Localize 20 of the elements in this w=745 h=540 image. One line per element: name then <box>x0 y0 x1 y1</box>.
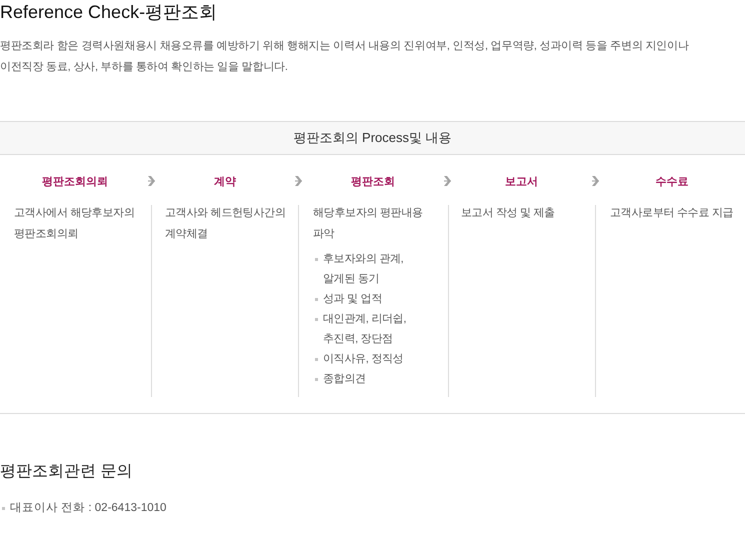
step-text: 고객사와 헤드헌팅사간의 계약체결 <box>165 206 286 242</box>
contact-text: 대표이사 전화 : 02-6413-1010 <box>10 501 166 516</box>
list-item: 이직사유, 정직성 <box>323 352 404 367</box>
list-item: 성과 및 업적 <box>323 292 382 307</box>
title: Reference Check-평판조회 <box>0 1 218 24</box>
section-heading: 평판조회관련 문의 <box>0 462 132 482</box>
list-item: 대인관계, 리더쉽, 추진력, 장단점 <box>323 312 408 347</box>
step-text: 고객사로부터 수수료 지급 <box>610 206 734 221</box>
step-title: 평판조회 <box>351 175 395 190</box>
step-text: 고객사에서 해당후보자의 평판조회의뢰 <box>14 206 136 242</box>
step-text: 보고서 작성 및 제출 <box>461 206 555 221</box>
list-item: 후보자와의 관계, 알게된 동기 <box>323 252 404 287</box>
step-title: 계약 <box>214 175 236 190</box>
paragraph: 평판조회라 함은 경력사원채용시 채용오류를 예방하기 위해 행해지는 이력서 내용의 진위여부, 인적성, 업무역량, 성과이력 등을 주변의 지인이나 이전직장 동료, 상사, 부하를 통하여 확인하는 일을 말합니다. <box>0 39 690 75</box>
step-title: 평판조회의뢰 <box>42 175 108 190</box>
step-text: 해당후보자의 평판내용 파악 <box>313 206 424 242</box>
table-header: 평판조회의 Process및 내용 <box>0 121 745 155</box>
step-title: 보고서 <box>505 175 538 190</box>
step-title: 수수료 <box>656 175 688 190</box>
list-item: 종합의견 <box>323 372 366 387</box>
